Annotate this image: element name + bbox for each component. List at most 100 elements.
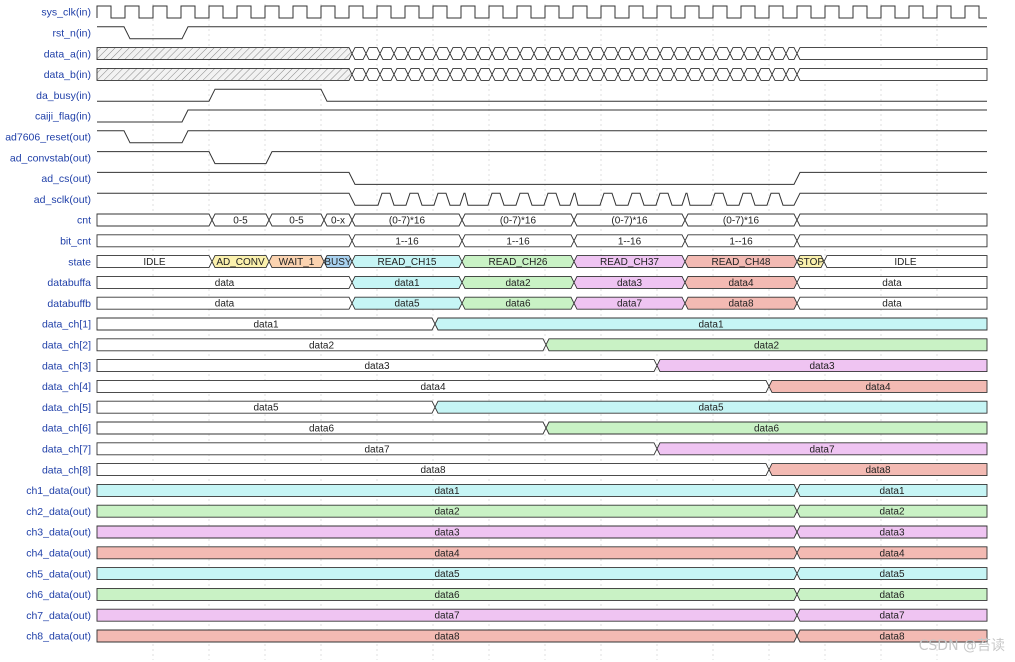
bus-value-text: data2 xyxy=(505,278,530,289)
bus-value-text: data4 xyxy=(879,548,904,559)
bus-value-text: data3 xyxy=(364,361,389,372)
bus-value-text: (0-7)*16 xyxy=(389,216,426,227)
signal-row: ad_cs(out) xyxy=(41,171,987,185)
bus-segment xyxy=(351,234,463,248)
bus-value-text: data7 xyxy=(434,611,459,622)
bus-segment xyxy=(645,47,661,61)
bus-segment xyxy=(547,67,563,81)
signal-label: data_ch[4] xyxy=(42,381,91,393)
bus-segment xyxy=(785,47,798,61)
signal-label: cnt xyxy=(77,215,91,227)
bus-value-text: data8 xyxy=(879,632,904,643)
bus-segment xyxy=(96,234,353,248)
bus-segment xyxy=(449,47,465,61)
bus-segment xyxy=(684,275,798,289)
bus-segment xyxy=(589,67,605,81)
signal-label: databuffa xyxy=(47,277,91,289)
bus-segment xyxy=(211,213,270,227)
bus-segment xyxy=(491,47,507,61)
signal-label: data_ch[2] xyxy=(42,340,91,352)
bus-segment xyxy=(96,275,353,289)
bus-value-text: data xyxy=(215,278,235,289)
signal-label: ch5_data(out) xyxy=(26,568,91,580)
bus-segment xyxy=(96,504,798,518)
bus-segment xyxy=(757,47,773,61)
bus-segment xyxy=(631,47,647,61)
bus-segment xyxy=(771,47,787,61)
bus-segment xyxy=(684,296,798,310)
bus-segment xyxy=(407,67,423,81)
bus-segment xyxy=(823,255,988,269)
bus-segment xyxy=(477,67,493,81)
bus-value-text: data5 xyxy=(253,403,278,414)
bus-segment xyxy=(796,483,988,497)
bus-segment xyxy=(268,255,325,269)
bus-value-text: data6 xyxy=(879,590,904,601)
bus-value-text: data8 xyxy=(865,465,890,476)
bus-segment xyxy=(533,47,549,61)
bus-segment xyxy=(771,67,787,81)
bus-value-text: data8 xyxy=(434,632,459,643)
bus-segment xyxy=(96,629,798,643)
bus-segment xyxy=(461,255,575,269)
bus-value-text: BUSY xyxy=(324,257,352,268)
bus-segment xyxy=(463,47,479,61)
bus-segment xyxy=(617,47,633,61)
bus-segment xyxy=(575,47,591,61)
sclk-waveform xyxy=(97,192,987,206)
bus-segment xyxy=(96,483,798,497)
bus-segment xyxy=(533,67,549,81)
bus-value-text: AD_CONV xyxy=(216,257,265,268)
bus-value-text: 0-5 xyxy=(289,216,304,227)
wire-waveform xyxy=(97,88,987,102)
signal-row: sys_clk(in) xyxy=(41,5,987,19)
bus-segment xyxy=(757,67,773,81)
bus-value-text: data6 xyxy=(309,424,334,435)
watermark-text: CSDN @苔读 xyxy=(919,637,1005,654)
wire-waveform xyxy=(97,109,987,123)
bus-segment xyxy=(323,255,353,269)
bus-segment xyxy=(434,400,988,414)
bus-value-text: data6 xyxy=(754,424,779,435)
bus-segment xyxy=(477,47,493,61)
signal-label: caiji_flag(in) xyxy=(35,111,91,123)
bus-segment xyxy=(656,359,988,373)
bus-value-text: data8 xyxy=(420,465,445,476)
bus-segment xyxy=(96,296,353,310)
signal-label: bit_cnt xyxy=(60,236,91,248)
bus-segment xyxy=(701,67,717,81)
bus-value-text: data3 xyxy=(809,361,834,372)
bus-segment xyxy=(796,234,988,248)
bus-value-text: STOP xyxy=(797,257,824,268)
bus-value-text: data4 xyxy=(728,278,753,289)
bus-segment xyxy=(573,234,686,248)
bus-value-text: (0-7)*16 xyxy=(723,216,760,227)
bus-segment xyxy=(645,67,661,81)
bus-segment xyxy=(519,67,535,81)
signal-label: data_ch[5] xyxy=(42,402,91,414)
bus-value-text: WAIT_1 xyxy=(279,257,315,268)
bus-segment xyxy=(96,421,547,435)
signal-label: da_busy(in) xyxy=(36,90,91,102)
signal-row: ad_sclk(out) xyxy=(34,192,987,206)
bus-segment xyxy=(379,47,395,61)
bus-value-text: data2 xyxy=(754,340,779,351)
bus-value-text: data5 xyxy=(879,569,904,580)
signal-label: data_b(in) xyxy=(44,69,91,81)
bus-segment xyxy=(461,275,575,289)
bus-value-text: data4 xyxy=(434,548,459,559)
signal-row: data_a(in) xyxy=(44,47,988,61)
bus-segment xyxy=(351,255,463,269)
bus-segment xyxy=(96,567,798,581)
bus-segment xyxy=(545,421,988,435)
bus-segment xyxy=(365,47,381,61)
bus-segment xyxy=(96,255,213,269)
signal-label: ad7606_reset(out) xyxy=(5,132,91,144)
bus-value-text: data3 xyxy=(617,278,642,289)
bus-segment xyxy=(96,463,770,477)
